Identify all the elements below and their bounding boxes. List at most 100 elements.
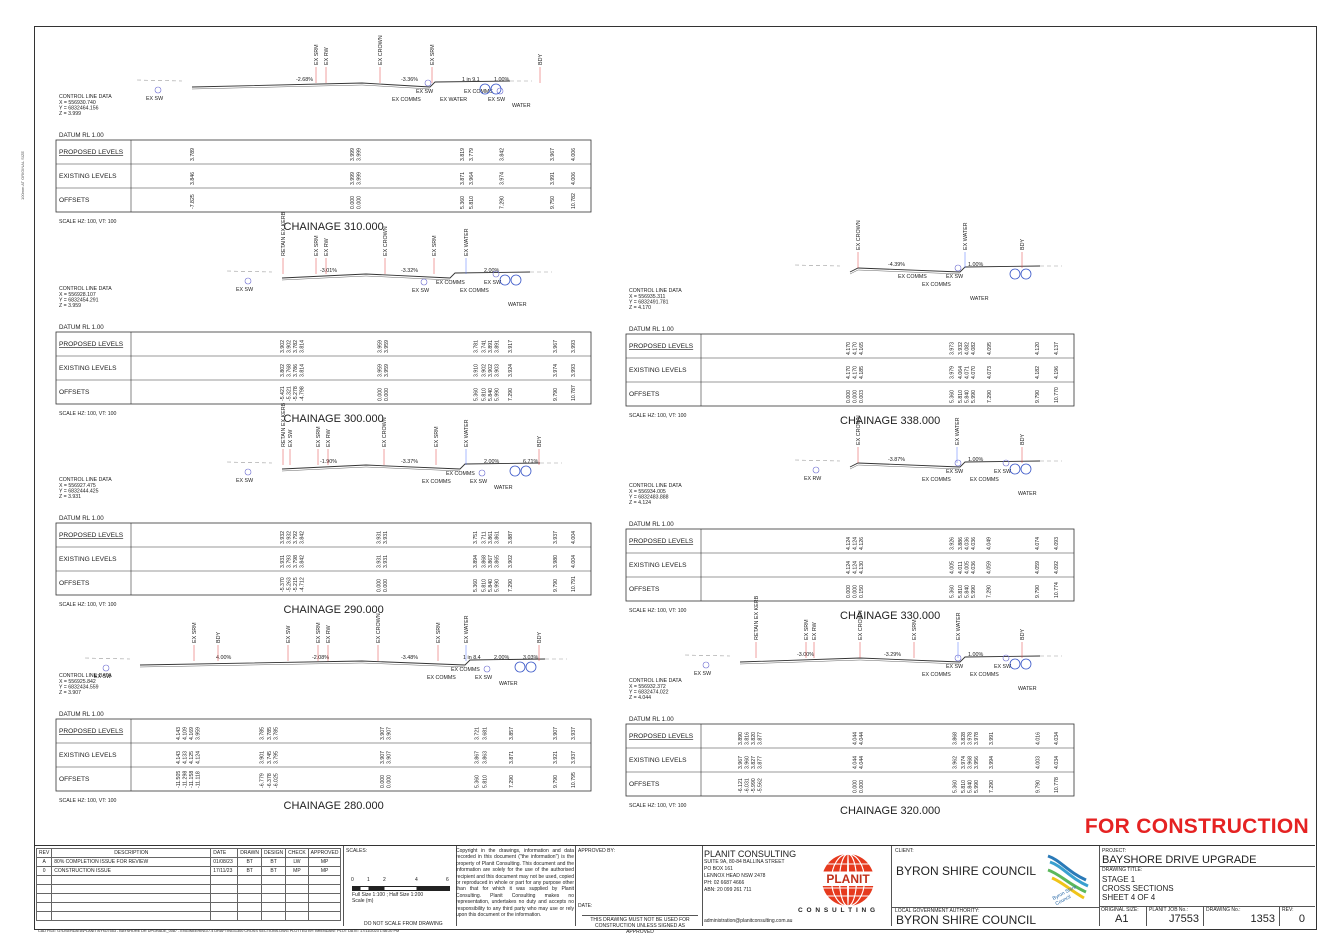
level-value: 7.290 [508, 388, 514, 401]
level-value: 3.932 [287, 531, 293, 544]
project-name: BAYSHORE DRIVE UPGRADE [1102, 854, 1257, 866]
level-value: 3.932 [958, 342, 964, 355]
level-value: 4.124 [846, 561, 852, 574]
control-line-value: Y = 6832444.425 [59, 489, 99, 495]
level-value: 5.360 [474, 388, 480, 401]
row-label-proposed: PROPOSED LEVELS [59, 532, 124, 539]
level-value: 3.828 [961, 732, 967, 745]
level-value: 3.907 [386, 751, 392, 764]
logo-band [816, 872, 880, 886]
chainage-title: CHAINAGE 320.000 [840, 805, 940, 817]
service-pit-icon [483, 665, 491, 673]
level-value: 3.781 [474, 340, 480, 353]
level-value: 4.130 [859, 561, 865, 574]
level-value: 5.990 [495, 388, 501, 401]
grade-label: 3.03% [523, 655, 538, 661]
natural-surface-line [84, 657, 131, 660]
original-size: A1 [1115, 913, 1129, 925]
control-line-value: Y = 6832491.781 [629, 300, 669, 306]
natural-surface-line [226, 270, 273, 273]
level-value: 3.917 [508, 340, 514, 353]
service-label: EX SW [146, 96, 163, 102]
level-value: 3.964 [469, 172, 475, 185]
chainage-title: CHAINAGE 338.000 [840, 415, 940, 427]
grade-label: -3.01% [320, 268, 337, 274]
level-value: 3.956 [974, 756, 980, 769]
feature-tag-label: EX SRM [316, 622, 322, 643]
level-value: 3.962 [953, 756, 959, 769]
stormwater-pipe-icon [1009, 268, 1021, 280]
level-value: 4.004 [571, 531, 577, 544]
approval-note: THIS DRAWING MUST NOT BE USED FOR CONSTR… [582, 915, 698, 935]
level-value: 3.789 [190, 148, 196, 161]
level-value: 3.991 [989, 732, 995, 745]
level-value: 3.814 [300, 364, 306, 377]
drawing-title-line: STAGE 1 [1102, 875, 1136, 884]
firm-abn: ABN: 20 099 261 711 [704, 887, 752, 893]
level-value: -7.825 [190, 194, 196, 209]
chainage-title: CHAINAGE 310.000 [284, 221, 384, 233]
control-line-heading: CONTROL LINE DATA [629, 483, 682, 489]
level-value: 4.044 [859, 732, 865, 745]
feature-tag-label: EX SRM [436, 622, 442, 643]
level-value: 3.902 [287, 340, 293, 353]
row-label-proposed: PROPOSED LEVELS [59, 728, 124, 735]
approved-by-label: APPROVED BY: [578, 848, 615, 854]
job-number-label: PLANIT JOB No.: [1149, 907, 1189, 913]
grade-label: 1.00% [968, 262, 983, 268]
level-value: 3.871 [460, 172, 466, 185]
level-value: -11.298 [183, 771, 189, 788]
pavement-line [139, 662, 466, 668]
level-value: 4.169 [189, 727, 195, 740]
level-value: 3.820 [751, 732, 757, 745]
service-label: EX COMMS [427, 675, 456, 681]
grade-label: -3.32% [401, 268, 418, 274]
level-value: 3.861 [494, 531, 500, 544]
level-value: 4.074 [1035, 537, 1041, 550]
grade-label: 2.00% [484, 268, 499, 274]
level-value: 5.840 [488, 579, 494, 592]
client-name: BYRON SHIRE COUNCIL [896, 864, 1037, 878]
scale-unit: Scale (m) [352, 898, 374, 904]
service-label: EX SW [484, 280, 501, 286]
service-label: EX SW [236, 287, 253, 293]
drawn-cell: BT [237, 866, 262, 876]
level-value: 3.959 [196, 727, 202, 740]
service-label: WATER [512, 103, 531, 109]
level-value: 0.000 [384, 388, 390, 401]
cad-file-path: CAD FILE: G:\USERDATA\PLANIT\SYNJ7553 - … [38, 929, 400, 933]
firm-phone: PH: 02 6687 4666 [704, 880, 745, 886]
level-value: 3.867 [488, 555, 494, 568]
level-value: 4.170 [846, 366, 852, 379]
approved-col: APPROVED [307, 848, 342, 858]
service-label: EX COMMS [922, 282, 951, 288]
grade-label: 1 in 8.4 [463, 655, 481, 661]
level-value: 3.931 [280, 555, 286, 568]
row-label-offsets: OFFSETS [629, 781, 660, 788]
control-line-value: Z = 4.170 [629, 305, 651, 311]
level-value: 4.036 [971, 561, 977, 574]
level-value: 9.750 [550, 196, 556, 209]
firm-box: PLANIT CONSULTING SUITE 9A, 80-84 BALLIN… [702, 846, 890, 926]
scale-tick: 1 [367, 877, 370, 883]
grade-label: -3.48% [401, 655, 418, 661]
level-value: 3.959 [384, 340, 390, 353]
feature-tag-label: EX WATER [464, 419, 470, 447]
drawn-cell: BT [237, 857, 262, 867]
level-value: 9.790 [1036, 780, 1042, 793]
feature-tag-label: BDY [537, 436, 543, 447]
level-value: 5.990 [971, 390, 977, 403]
level-value: 7.290 [499, 196, 505, 209]
feature-tag-label: EX WATER [963, 222, 969, 250]
feature-tag-label: RETAIN EX KERB [281, 211, 287, 256]
rev-cell: A [35, 857, 53, 867]
feature-tag-label: EX SW [286, 625, 292, 643]
level-value: -11.158 [189, 771, 195, 788]
level-value: 3.967 [738, 756, 744, 769]
level-value: 3.979 [950, 366, 956, 379]
service-label: EX SW [994, 664, 1011, 670]
level-value: 9.790 [553, 579, 559, 592]
feature-tag-label: RETAIN EX KERB [754, 595, 760, 640]
